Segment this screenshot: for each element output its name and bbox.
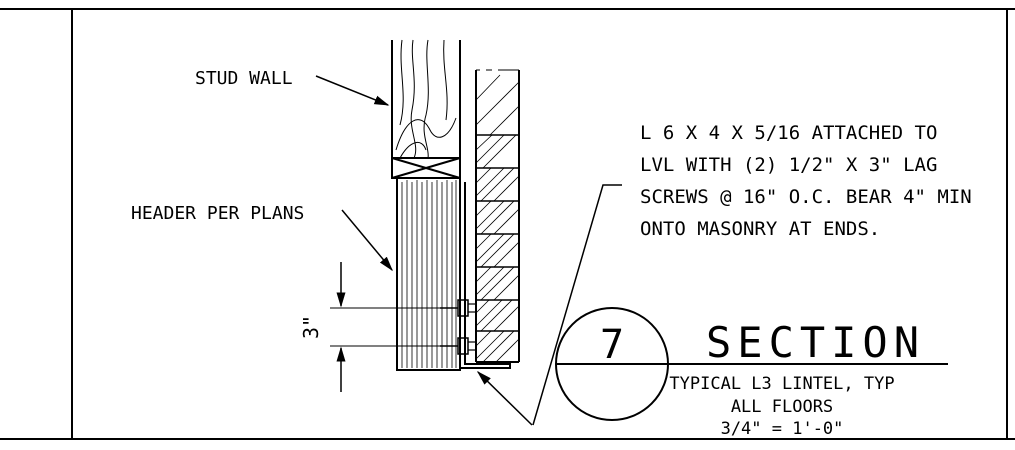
note-line-4: ONTO MASONRY AT ENDS.: [640, 218, 880, 240]
subtitle-line-1: TYPICAL L3 LINTEL, TYP: [669, 374, 894, 394]
dimension-label: 3": [299, 315, 323, 339]
subtitle-line-2: ALL FLOORS: [731, 397, 833, 417]
stud-wall: [391, 39, 461, 159]
leader-lines: [315, 75, 622, 426]
note-line-3: SCREWS @ 16" O.C. BEAR 4" MIN: [640, 186, 972, 208]
section-title-block: 7 SECTION TYPICAL L3 LINTEL, TYP ALL FLO…: [555, 307, 948, 439]
dimension-3in: [330, 262, 440, 392]
stud-wall-label: STUD WALL: [195, 68, 293, 89]
lag-screws: [440, 299, 475, 355]
note-line-1: L 6 X 4 X 5/16 ATTACHED TO: [640, 122, 937, 144]
sheet-border: [0, 8, 1015, 440]
lvl-header: [396, 177, 461, 371]
angle-attachment-note: L 6 X 4 X 5/16 ATTACHED TO LVL WITH (2) …: [640, 122, 972, 240]
note-line-2: LVL WITH (2) 1/2" X 3" LAG: [640, 154, 937, 176]
sill-plate: [391, 157, 461, 179]
scale-label: 3/4" = 1'-0": [721, 419, 844, 439]
steel-angle: [459, 182, 511, 369]
section-title: SECTION: [706, 318, 925, 367]
masonry-wall: [475, 69, 520, 363]
header-per-plans-label: HEADER PER PLANS: [131, 203, 304, 224]
detail-number: 7: [600, 322, 624, 368]
